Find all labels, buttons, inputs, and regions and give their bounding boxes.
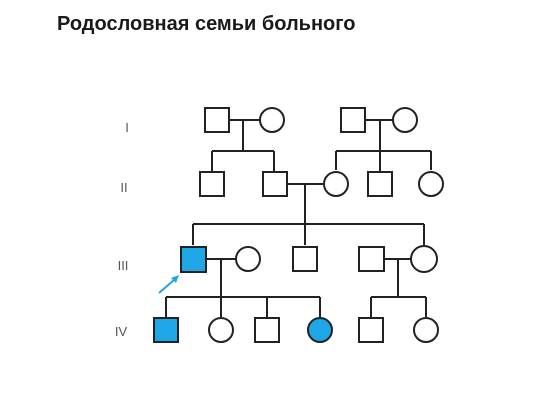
generation-label-2: II — [120, 180, 127, 195]
male-symbol — [204, 107, 230, 133]
female-symbol — [259, 107, 285, 133]
female-symbol — [235, 246, 261, 272]
affected-male-symbol — [180, 246, 207, 273]
male-symbol — [292, 246, 318, 272]
page-title: Родословная семьи больного — [57, 13, 356, 35]
female-symbol — [413, 317, 439, 343]
generation-label-3: III — [118, 258, 129, 273]
affected-female-symbol — [307, 317, 333, 343]
female-symbol — [410, 245, 438, 273]
female-symbol — [418, 171, 444, 197]
male-symbol — [358, 246, 385, 272]
generation-label-1: I — [125, 120, 129, 135]
male-symbol — [199, 171, 225, 197]
pedigree-individuals — [153, 107, 444, 343]
male-symbol — [254, 317, 280, 343]
generation-label-4: IV — [115, 324, 128, 339]
proband-arrow-icon — [158, 275, 179, 294]
male-symbol — [367, 171, 393, 197]
pedigree-lines — [165, 119, 432, 317]
male-symbol — [262, 171, 288, 197]
female-symbol — [323, 171, 349, 197]
female-symbol — [208, 317, 234, 343]
female-symbol — [392, 107, 418, 133]
male-symbol — [340, 107, 366, 133]
male-symbol — [358, 317, 384, 343]
affected-male-symbol — [153, 317, 179, 343]
